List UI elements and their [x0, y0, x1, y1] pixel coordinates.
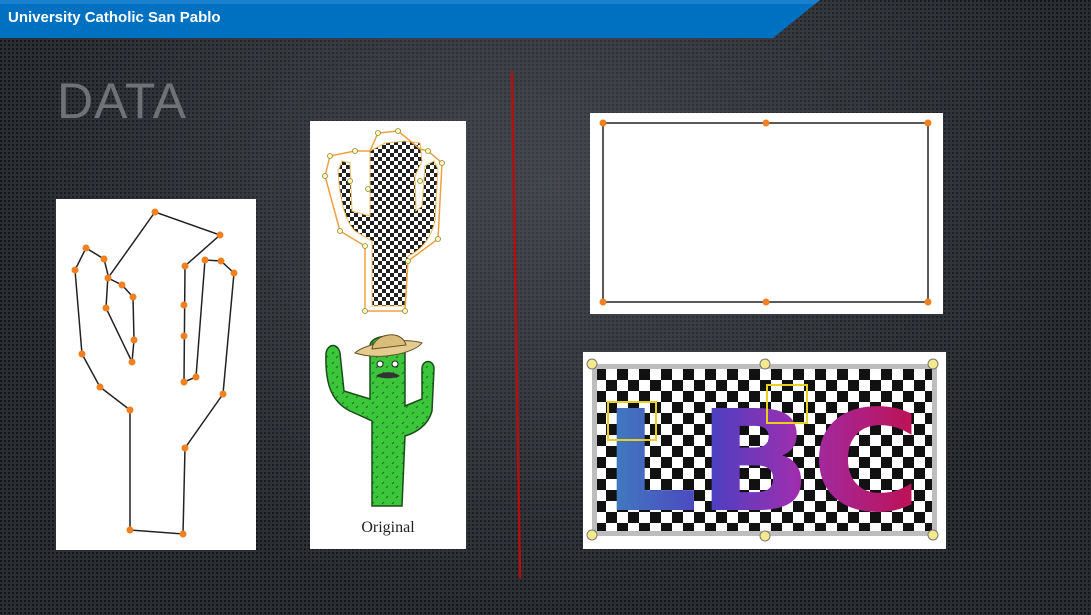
institution-name: University Catholic San Pablo	[8, 9, 221, 26]
header-bar-shape	[0, 0, 820, 38]
rectangle-outline-plot	[599, 119, 932, 306]
rectangle-points-figure	[590, 113, 943, 314]
lbc-texture-figure: LBC	[583, 352, 946, 549]
slide-title: DATA	[57, 73, 187, 129]
cactus-outline-plot	[71, 208, 238, 538]
cactus-point-outline-figure	[56, 199, 256, 550]
lbc-texture-image: LBC	[586, 358, 939, 544]
header-banner: University Catholic San Pablo	[0, 0, 820, 38]
original-caption: Original	[361, 519, 415, 536]
cactus-texture-figure: Original	[310, 121, 466, 549]
checkered-cactus-shape	[337, 140, 439, 307]
original-cactus-image	[325, 334, 435, 507]
cactus-illustrations	[322, 128, 445, 507]
lbc-letters: LBC	[603, 381, 921, 544]
